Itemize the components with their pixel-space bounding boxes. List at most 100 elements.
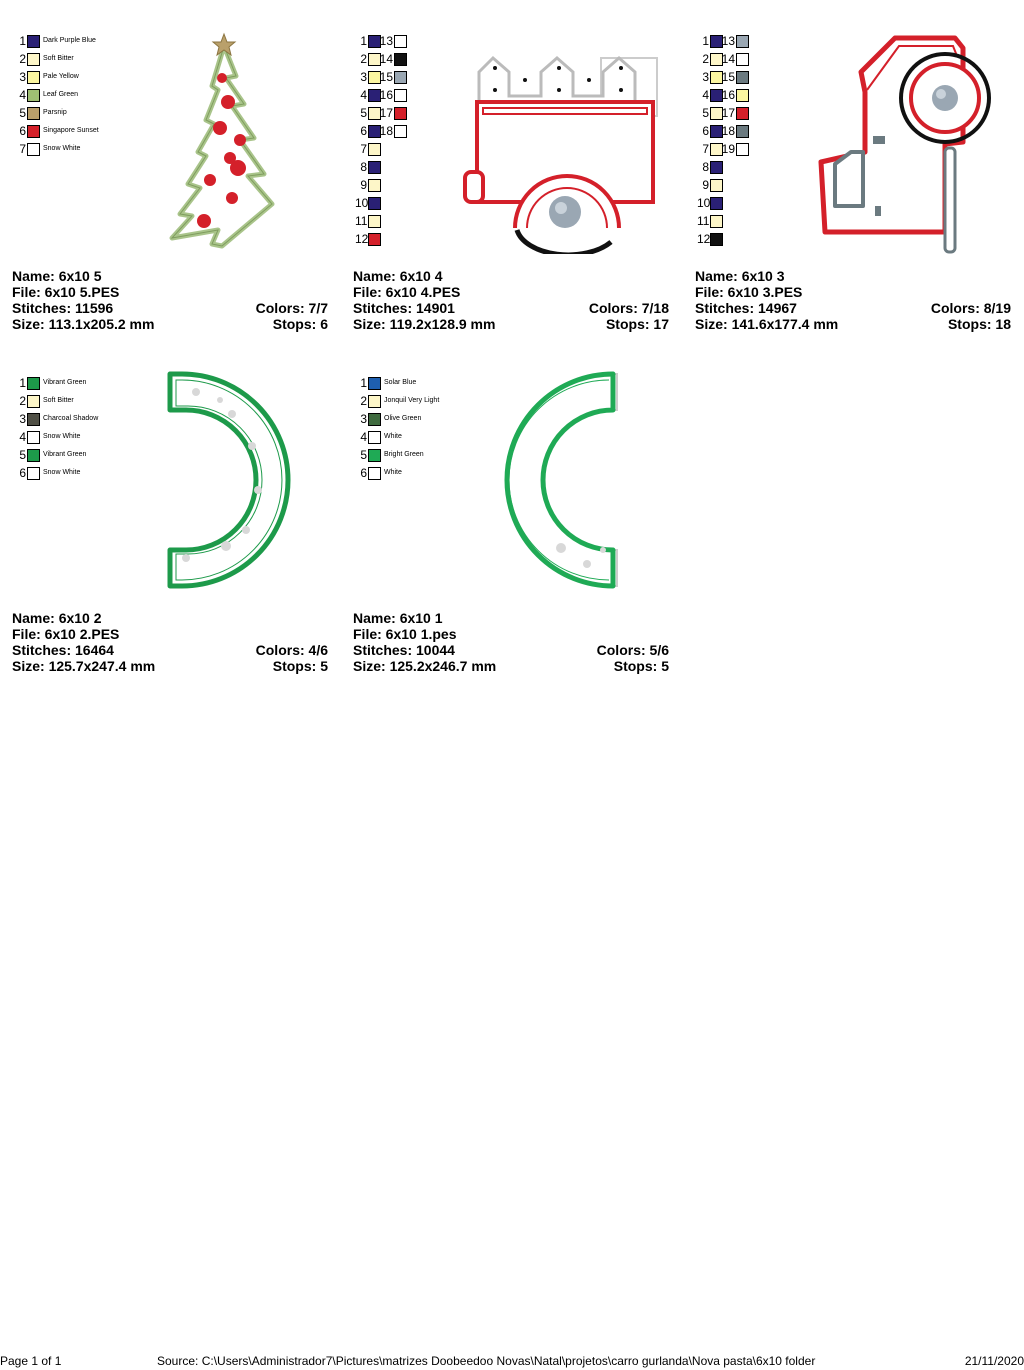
color-swatch <box>710 143 723 156</box>
info-row: Name: 6x10 3 <box>695 268 1011 284</box>
info-label: Name: <box>353 610 396 626</box>
info-value: 7/18 <box>641 300 669 316</box>
legend-color-name: Charcoal Shadow <box>43 415 99 422</box>
info-value: 10044 <box>416 642 455 658</box>
color-swatch <box>394 71 407 84</box>
color-swatch <box>27 449 40 462</box>
legend-row: 17 <box>379 106 407 124</box>
legend-row: 1 <box>697 34 723 52</box>
color-swatch <box>710 233 723 246</box>
color-swatch <box>736 143 749 156</box>
info-label: Size: <box>695 316 728 332</box>
legend-number: 10 <box>355 196 369 210</box>
info-right: Colors: 5/6 <box>597 642 669 658</box>
color-swatch <box>368 215 381 228</box>
info-left: Size: 113.1x205.2 mm <box>12 316 154 332</box>
color-swatch <box>394 53 407 66</box>
legend-number: 12 <box>355 232 369 246</box>
info-left: Stitches: 14901 <box>353 300 455 316</box>
info-value: 6x10 3.PES <box>727 284 803 300</box>
color-swatch <box>736 53 749 66</box>
info-label: Colors: <box>596 642 646 658</box>
legend-number: 14 <box>721 52 735 66</box>
legend-row: 12 <box>355 232 381 250</box>
legend-row: 5 <box>697 106 723 124</box>
footer-date: 21/11/2020 <box>964 1354 1024 1368</box>
info-left: File: 6x10 3.PES <box>695 284 802 300</box>
info-left: Size: 125.7x247.4 mm <box>12 658 155 674</box>
info-left: File: 6x10 5.PES <box>12 284 119 300</box>
legend-row: 11 <box>697 214 723 232</box>
color-swatch <box>27 53 40 66</box>
info-row: Name: 6x10 5 <box>12 268 328 284</box>
color-swatch <box>710 179 723 192</box>
info-value: 7/7 <box>308 300 328 316</box>
legend-color-name: Solar Blue <box>384 379 417 386</box>
legend-color-name: White <box>384 469 402 476</box>
legend-number: 6 <box>360 124 367 138</box>
info-label: File: <box>353 626 382 642</box>
info-label: Stitches: <box>353 300 413 316</box>
legend-number: 1 <box>360 34 367 48</box>
color-swatch <box>394 107 407 120</box>
info-label: Stitches: <box>12 300 72 316</box>
info-value: 6x10 5 <box>58 268 102 284</box>
info-value: 8/19 <box>983 300 1011 316</box>
legend-color-name: Soft Bitter <box>43 55 74 62</box>
design-preview-truck-back <box>463 55 658 254</box>
color-swatch <box>27 89 40 102</box>
color-swatch <box>368 161 381 174</box>
legend-number: 15 <box>379 70 393 84</box>
color-swatch <box>27 35 40 48</box>
legend-number: 7 <box>702 142 709 156</box>
info-row: File: 6x10 1.pes <box>353 626 669 642</box>
info-value: 6x10 3 <box>741 268 785 284</box>
color-swatch <box>368 197 381 210</box>
legend-number: 1 <box>19 34 26 48</box>
info-right: Stops: 6 <box>273 316 328 332</box>
info-row: File: 6x10 3.PES <box>695 284 1011 300</box>
legend-number: 2 <box>19 52 26 66</box>
info-label: Stops: <box>613 658 658 674</box>
legend-row: 18 <box>721 124 749 142</box>
info-left: Name: 6x10 5 <box>12 268 102 284</box>
legend-number: 1 <box>360 376 367 390</box>
info-left: Stitches: 10044 <box>353 642 455 658</box>
legend-color-name: Snow White <box>43 469 81 476</box>
legend-row: 14 <box>721 52 749 70</box>
info-label: Colors: <box>930 300 980 316</box>
legend-number: 13 <box>721 34 735 48</box>
info-label: Stops: <box>605 316 650 332</box>
color-swatch <box>27 143 40 156</box>
legend-number: 17 <box>721 106 735 120</box>
legend-number: 3 <box>360 70 367 84</box>
info-label: Size: <box>12 316 45 332</box>
info-row: File: 6x10 2.PES <box>12 626 328 642</box>
color-swatch <box>710 125 723 138</box>
info-value: 119.2x128.9 mm <box>389 316 496 332</box>
info-row: File: 6x10 5.PES <box>12 284 328 300</box>
legend-row: 17 <box>721 106 749 124</box>
legend-color-name: Vibrant Green <box>43 451 87 458</box>
color-swatch <box>710 215 723 228</box>
legend-number: 14 <box>379 52 393 66</box>
info-label: File: <box>12 626 41 642</box>
info-label: Name: <box>695 268 738 284</box>
legend-row: 12 <box>697 232 723 250</box>
legend-number: 8 <box>360 160 367 174</box>
legend-row: 1 Solar Blue <box>355 376 416 394</box>
color-swatch <box>27 395 40 408</box>
legend-number: 9 <box>360 178 367 192</box>
info-value: 141.6x177.4 mm <box>731 316 839 332</box>
color-swatch <box>710 89 723 102</box>
color-swatch <box>736 71 749 84</box>
